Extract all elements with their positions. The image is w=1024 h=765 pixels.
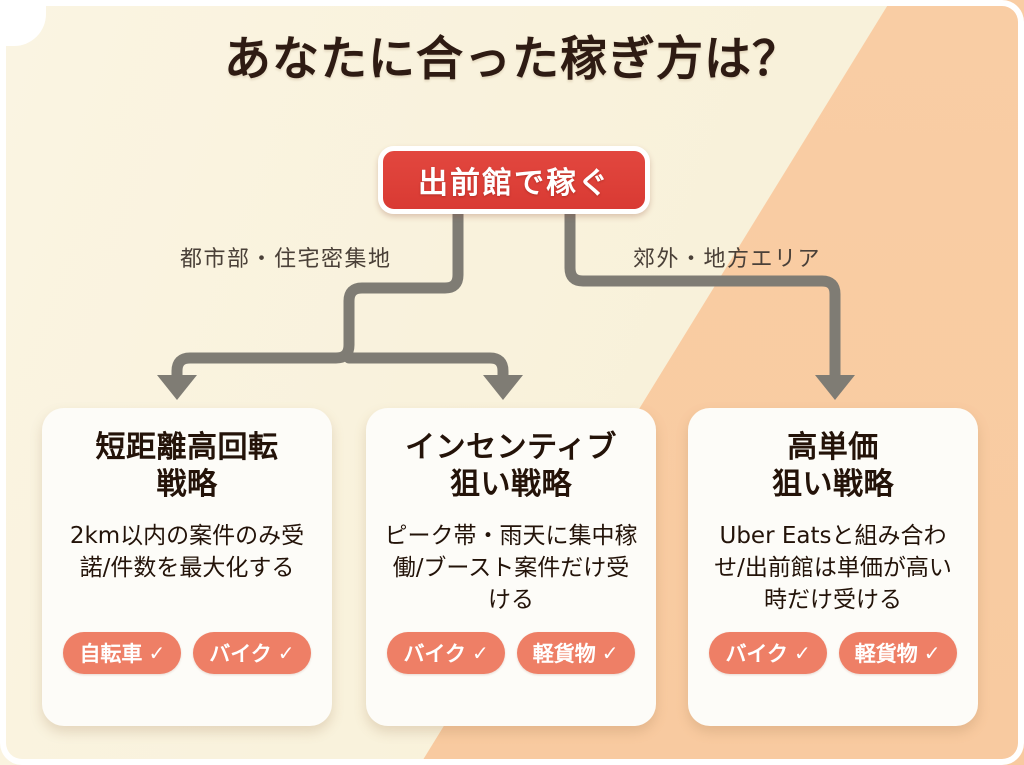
- card-tag-list: バイク ✓ 軽貨物 ✓: [702, 632, 964, 674]
- vehicle-tag-label: バイク: [209, 642, 272, 666]
- vehicle-tag-label: バイク: [725, 642, 789, 666]
- card-title: 高単価 狙い戦略: [772, 430, 894, 502]
- card-body: 2km以内の案件のみ受諾/件数を最大化する: [69, 523, 305, 581]
- vehicle-tag-label: バイク: [403, 642, 467, 666]
- check-icon: ✓: [148, 641, 166, 665]
- check-icon: ✓: [472, 641, 489, 665]
- card-tag-list: 自転車 ✓ バイク ✓: [56, 632, 318, 674]
- card-title: インセンティブ 狙い戦略: [405, 430, 617, 502]
- check-icon: ✓: [601, 641, 619, 665]
- strategy-card-high-unit-price[interactable]: 高単価 狙い戦略 Uber Eatsと組み合わせ/出前館は単価が高い時だけ受ける…: [688, 408, 978, 726]
- card-title: 短距離高回転 戦略: [95, 430, 279, 502]
- root-node-label: 出前館で稼ぐ: [418, 166, 610, 201]
- vehicle-tag[interactable]: バイク ✓: [387, 632, 505, 674]
- card-body: Uber Eatsと組み合わせ/出前館は単価が高い時だけ受ける: [714, 523, 952, 613]
- vehicle-tag[interactable]: バイク ✓: [193, 632, 311, 674]
- vehicle-tag-label: 軽貨物: [532, 642, 596, 666]
- card-body: ピーク帯・雨天に集中稼働/ブースト案件だけ受ける: [384, 523, 638, 613]
- strategy-card-incentive[interactable]: インセンティブ 狙い戦略 ピーク帯・雨天に集中稼働/ブースト案件だけ受ける バイ…: [366, 408, 656, 726]
- check-icon: ✓: [923, 641, 941, 665]
- vehicle-tag-label: 自転車: [79, 642, 143, 666]
- page-title: あなたに合った稼ぎ方は？: [224, 32, 800, 87]
- vehicle-tag[interactable]: 軽貨物 ✓: [516, 632, 635, 674]
- vehicle-tag[interactable]: 軽貨物 ✓: [838, 632, 957, 674]
- branch-label-suburban: 郊外・地方エリア: [633, 247, 822, 272]
- vehicle-tag-label: 軽貨物: [854, 642, 918, 666]
- strategy-card-short-distance[interactable]: 短距離高回転 戦略 2km以内の案件のみ受諾/件数を最大化する 自転車 ✓ バイ…: [42, 408, 332, 726]
- check-icon: ✓: [794, 641, 811, 665]
- check-icon: ✓: [277, 641, 295, 665]
- root-node-deliveryhouse[interactable]: 出前館で稼ぐ: [378, 146, 650, 214]
- branch-label-urban: 都市部・住宅密集地: [180, 247, 392, 272]
- card-tag-list: バイク ✓ 軽貨物 ✓: [380, 632, 642, 674]
- vehicle-tag[interactable]: バイク ✓: [709, 632, 827, 674]
- vehicle-tag[interactable]: 自転車 ✓: [63, 632, 182, 674]
